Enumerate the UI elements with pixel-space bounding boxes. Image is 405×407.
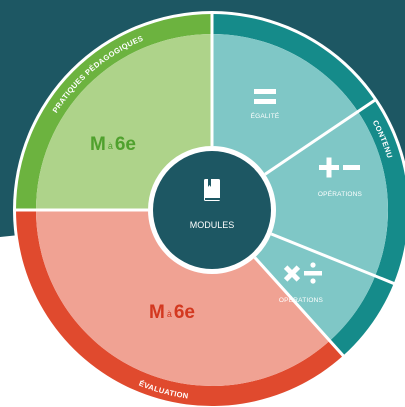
sector-contenu-operations-1[interactable] xyxy=(265,111,389,276)
modules-hub[interactable]: MODULES xyxy=(149,147,275,273)
times-divide-icon xyxy=(283,262,322,284)
segment-label-operations-2: OPÉRATIONS xyxy=(279,295,324,304)
equals-icon xyxy=(254,89,276,104)
hub-circle xyxy=(153,151,271,269)
sector-evaluation[interactable] xyxy=(36,210,330,387)
segment-label-egalite: ÉGALITÉ xyxy=(251,111,280,120)
sector-contenu-egalite[interactable] xyxy=(212,34,358,175)
sector-dividers xyxy=(15,13,396,358)
book-icon xyxy=(204,179,220,201)
divider-line xyxy=(270,232,396,286)
sector-contenu-operations-2[interactable] xyxy=(254,233,376,341)
segment-egalite[interactable]: ÉGALITÉ xyxy=(251,89,280,120)
sector-pratiques[interactable] xyxy=(36,34,212,210)
segment-operations-times-divide[interactable]: OPÉRATIONS xyxy=(279,262,324,304)
ring-pratiques[interactable] xyxy=(16,14,212,210)
plus-minus-icon xyxy=(319,157,360,178)
segment-operations-plus-minus[interactable]: OPÉRATIONS xyxy=(318,157,363,199)
segment-label-operations-1: OPÉRATIONS xyxy=(318,189,363,198)
divider-line xyxy=(264,98,377,176)
ring-contenu[interactable] xyxy=(212,14,405,356)
hub-label: MODULES xyxy=(190,220,235,230)
ring-evaluation[interactable] xyxy=(16,210,344,406)
divider-line xyxy=(253,256,345,358)
